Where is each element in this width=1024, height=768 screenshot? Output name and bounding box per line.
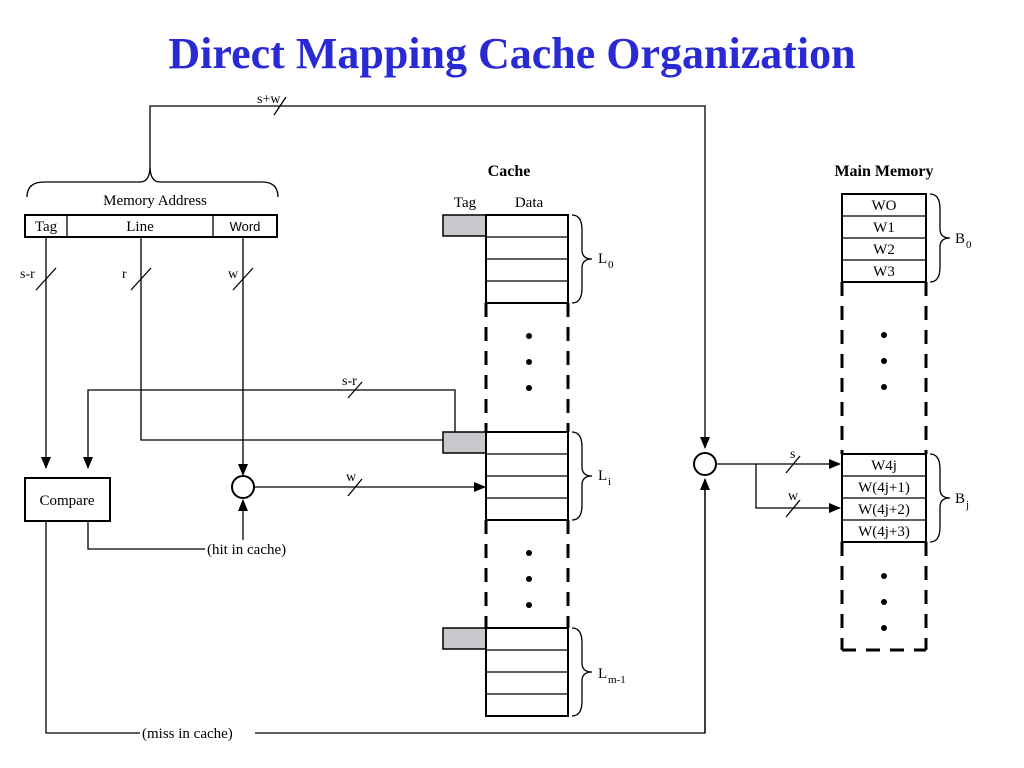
- memory-title: Main Memory: [834, 163, 933, 180]
- svg-text:B: B: [955, 231, 965, 247]
- miss-label: (miss in cache): [142, 726, 233, 742]
- svg-text:W4j: W4j: [871, 458, 897, 474]
- compare-box: Compare: [24, 477, 111, 522]
- svg-text:w: w: [788, 489, 799, 504]
- svg-text:B: B: [955, 491, 965, 507]
- memory-tail: [840, 542, 928, 652]
- svg-text:W(4j+3): W(4j+3): [858, 524, 910, 540]
- memory-block-j: W4j W(4j+1) W(4j+2) W(4j+3) B j: [841, 453, 969, 543]
- memory-block-0: WO W1 W2 W3 B 0: [841, 193, 972, 283]
- cache-line-0: L 0: [442, 214, 614, 304]
- cache-col-data: Data: [515, 195, 544, 211]
- svg-text:i: i: [608, 476, 611, 488]
- svg-text:L: L: [598, 251, 607, 267]
- address-bus: s+w: [149, 92, 710, 449]
- svg-text:W1: W1: [873, 220, 895, 236]
- svg-text:0: 0: [608, 259, 614, 271]
- svg-text:W3: W3: [873, 264, 895, 280]
- cache-col-tag: Tag: [454, 195, 477, 211]
- cache-ellipsis-1: [526, 333, 532, 391]
- cache-line-i: L i: [442, 431, 611, 521]
- svg-text:j: j: [965, 499, 969, 511]
- svg-text:WO: WO: [872, 198, 897, 214]
- hit-line: (hit in cache): [87, 499, 305, 558]
- address-field-tag: Tag: [35, 219, 58, 235]
- tag-readback-line: s-r: [83, 374, 456, 469]
- svg-text:m-1: m-1: [608, 674, 626, 686]
- memory-ellipsis-1: [881, 332, 887, 390]
- hit-label: (hit in cache): [207, 542, 286, 558]
- memory-bus: s w: [716, 447, 841, 518]
- address-field-line: Line: [126, 219, 154, 235]
- svg-text:W(4j+2): W(4j+2): [858, 502, 910, 518]
- svg-text:0: 0: [966, 239, 972, 251]
- svg-text:w: w: [346, 470, 357, 485]
- memory-select-mux: [693, 452, 717, 476]
- cache-ellipsis-2: [526, 550, 532, 608]
- svg-text:Compare: Compare: [40, 493, 95, 509]
- svg-text:s: s: [790, 447, 795, 462]
- address-box: [24, 214, 278, 238]
- address-caption: Memory Address: [103, 193, 207, 209]
- miss-line: (miss in cache): [45, 478, 710, 742]
- svg-text:W(4j+1): W(4j+1): [858, 480, 910, 496]
- tag-width-label: s-r: [20, 267, 35, 282]
- svg-text:L: L: [598, 468, 607, 484]
- bus-width-label: s+w: [257, 92, 281, 107]
- address-field-word: Word: [230, 219, 261, 234]
- word-select-mux: [231, 475, 255, 499]
- cache-line-m-1: L m-1: [442, 627, 626, 717]
- line-width-label: r: [122, 267, 127, 282]
- word-width-label: w: [228, 267, 239, 282]
- page-title: Direct Mapping Cache Organization: [168, 29, 856, 78]
- svg-text:s-r: s-r: [342, 374, 357, 389]
- address-field-buses: s-r r w: [20, 237, 457, 476]
- memory-address: Memory Address Tag Line Word: [24, 165, 279, 238]
- cache-title: Cache: [488, 163, 531, 180]
- svg-text:W2: W2: [873, 242, 895, 258]
- svg-text:L: L: [598, 666, 607, 682]
